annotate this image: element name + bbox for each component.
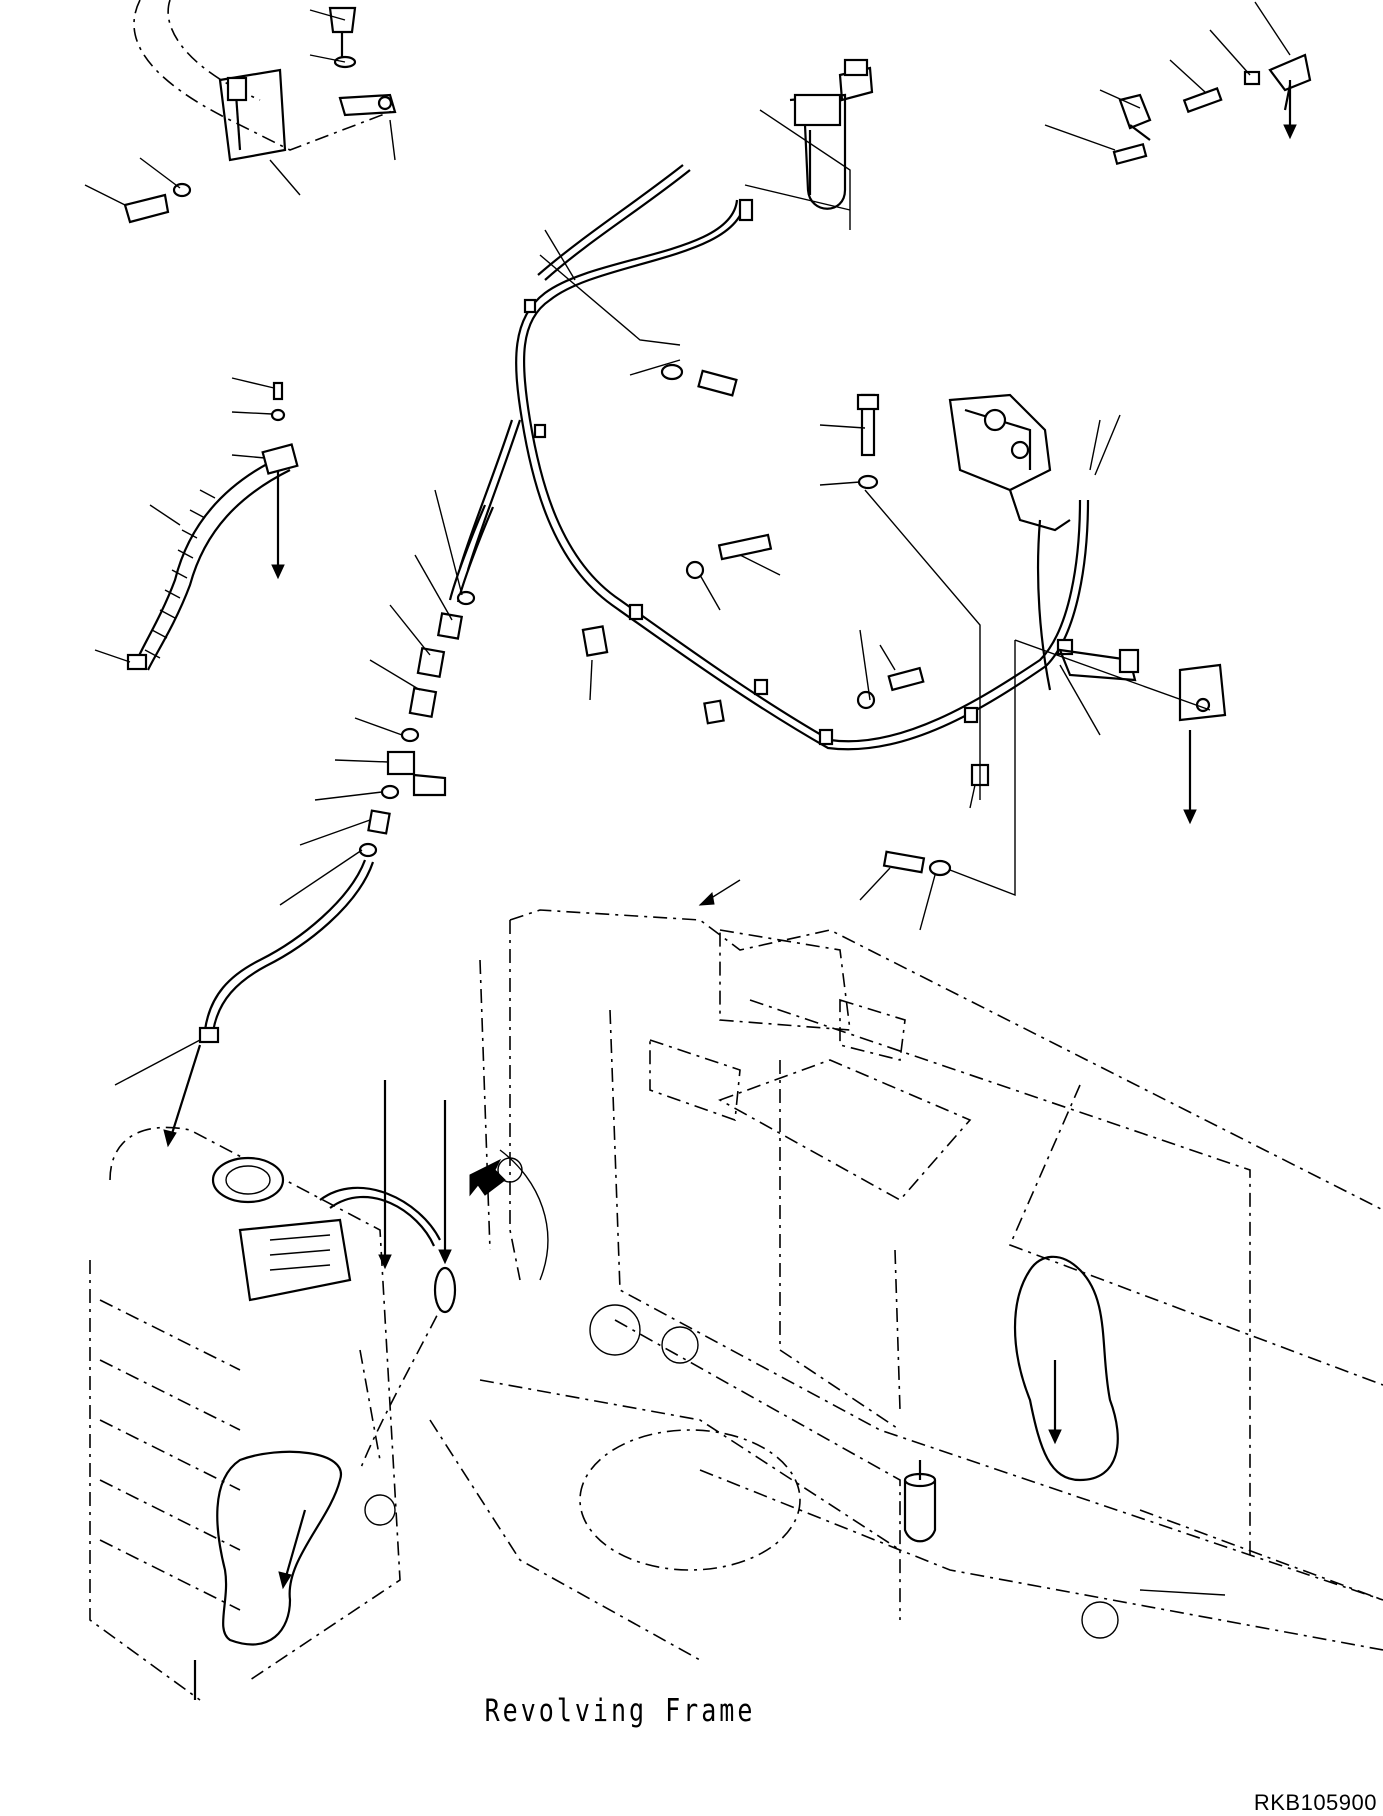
diagram-caption: Revolving Frame (484, 1692, 756, 1729)
revolving-frame (359, 909, 1383, 1661)
fuel-filter (744, 58, 874, 230)
fuel-tank (89, 1126, 457, 1701)
top-right-fittings (1044, 1, 1312, 166)
center-bolts-washers (581, 363, 1016, 931)
fitting-stack (114, 489, 495, 1148)
indicator-arrows (193, 879, 1226, 1700)
main-fuel-hose (458, 164, 1090, 751)
armored-hose (94, 377, 299, 671)
drawing-code: RKB105900 (1253, 1790, 1377, 1815)
injection-pump (948, 393, 1227, 825)
top-left-bracket-assembly (84, 0, 397, 224)
